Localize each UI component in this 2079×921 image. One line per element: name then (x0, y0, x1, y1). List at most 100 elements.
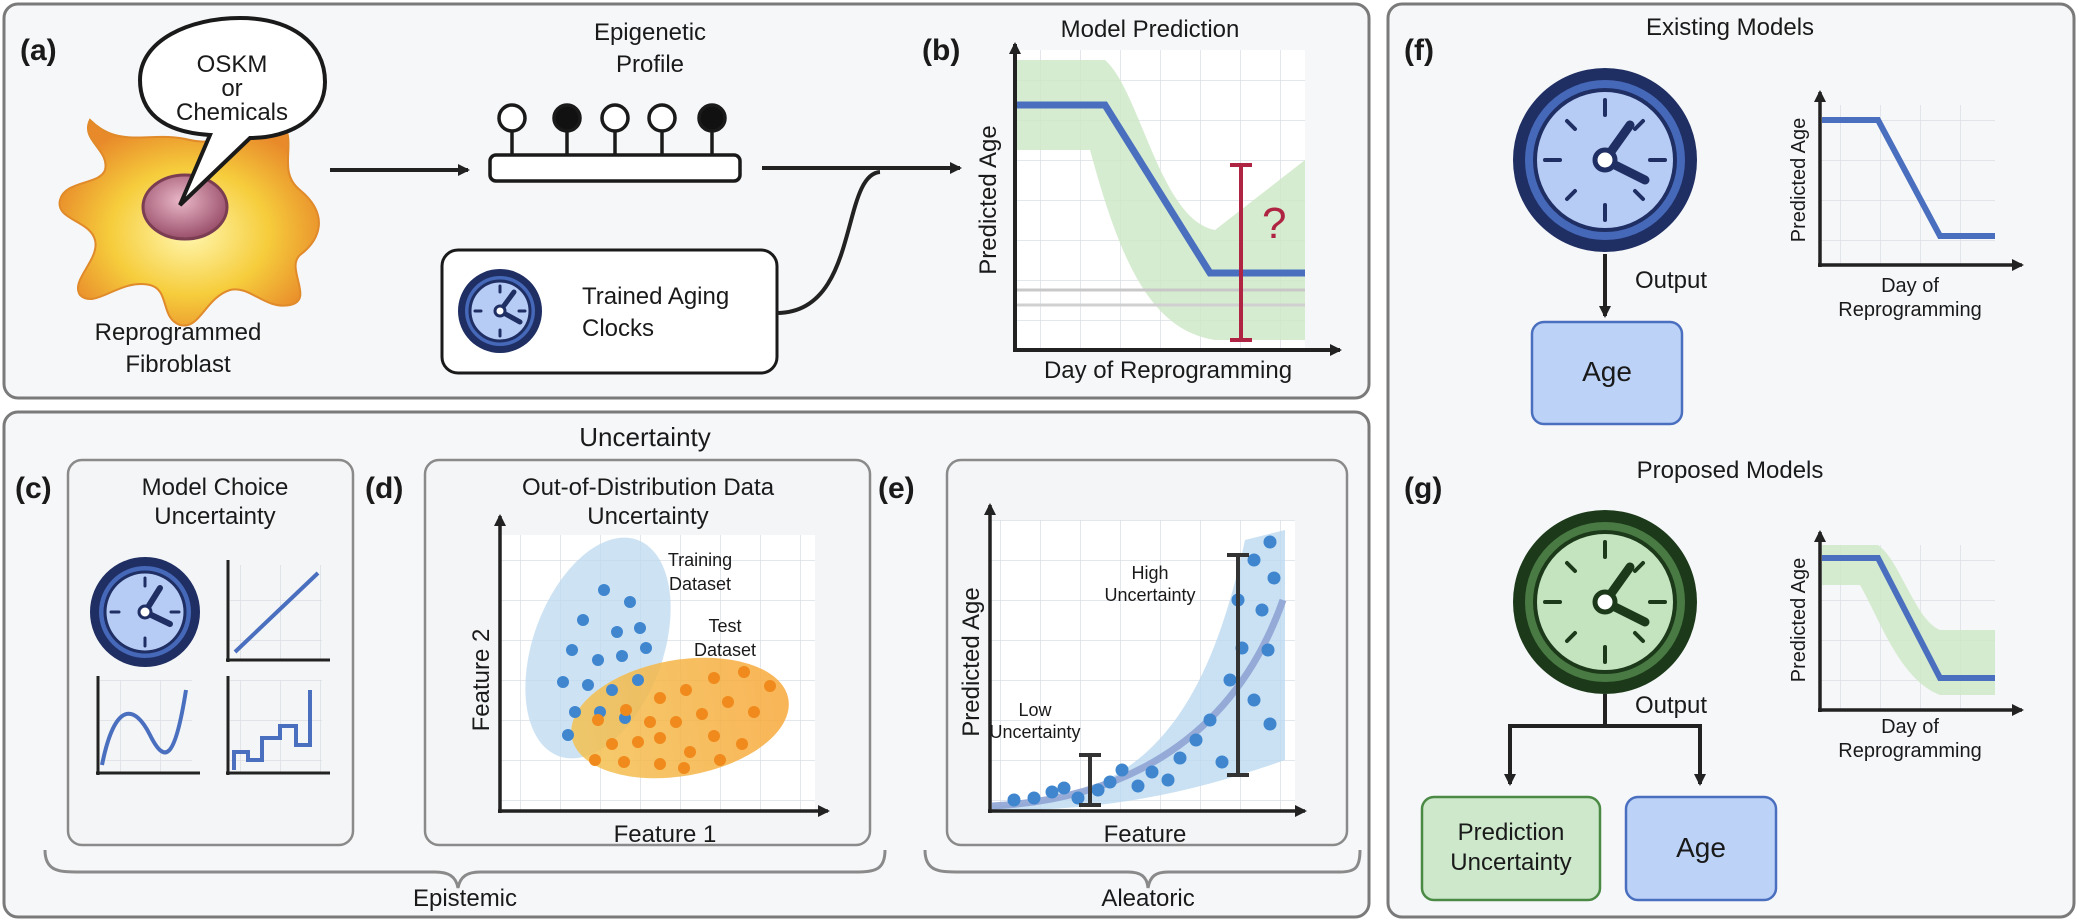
e-xlabel: Feature (1104, 821, 1187, 848)
aleatoric-label: Aleatoric (1101, 885, 1194, 912)
feature-dot-9 (1131, 779, 1145, 793)
mini-plot-curve (96, 676, 200, 775)
panel-f-label: (f) (1404, 34, 1434, 67)
feature-dot-18 (1247, 693, 1261, 707)
g-ylabel: Predicted Age (1788, 558, 1810, 683)
training-dot-14 (569, 706, 581, 718)
test-dot-16 (684, 746, 696, 758)
aleatoric-brace (923, 849, 1362, 889)
low-uncertainty-bar (1079, 753, 1101, 807)
g-uncertainty-box (1420, 795, 1602, 902)
test-dot-11 (722, 696, 734, 708)
test-dot-23 (714, 754, 726, 766)
panel-d-title-1: Out-of-Distribution Data (522, 474, 775, 501)
training-dot-3 (577, 614, 589, 626)
ood-plot (494, 514, 830, 817)
test-dot-8 (644, 716, 656, 728)
methyl-site-open-2 (600, 103, 630, 133)
test-dot-19 (589, 754, 601, 766)
training-label-2: Dataset (669, 574, 731, 594)
training-dot-8 (616, 650, 628, 662)
g-xlabel-2: Reprogramming (1838, 740, 1981, 762)
epistemic-brace (43, 849, 887, 889)
proposed-clock-icon (1513, 510, 1697, 694)
panel-e-label: (e) (878, 472, 915, 505)
methyl-site-filled-1 (552, 103, 582, 133)
panel-g-label: (g) (1404, 472, 1442, 505)
uncertainty-title: Uncertainty (579, 422, 711, 452)
cell-label-line-1: Reprogrammed (95, 319, 262, 346)
training-dot-11 (582, 679, 594, 691)
test-dot-4 (738, 666, 750, 678)
feature-dot-14 (1203, 713, 1217, 727)
test-dot-6 (592, 714, 604, 726)
feature-dot-2 (1027, 791, 1041, 805)
existing-clock-icon (1513, 68, 1697, 252)
test-dot-10 (696, 708, 708, 720)
panel-f-title: Existing Models (1646, 14, 1814, 41)
training-dot-13 (632, 674, 644, 686)
feature-dot-3 (1045, 785, 1059, 799)
prediction-line (1015, 101, 1305, 277)
feature-dot-20 (1263, 717, 1277, 731)
g-uncertainty-line-1: Prediction (1458, 819, 1565, 846)
feature-dot-10 (1145, 765, 1159, 779)
feature-dot-21 (1267, 571, 1281, 585)
d-xlabel: Feature 1 (614, 821, 717, 848)
training-dot-6 (566, 644, 578, 656)
panel-c-title-1: Model Choice (142, 474, 289, 501)
small-clock-icon (90, 557, 200, 667)
training-dot-9 (640, 642, 652, 654)
clock-box-line-2: Clocks (582, 315, 654, 342)
training-dot-12 (606, 684, 618, 696)
e-ylabel: Predicted Age (958, 587, 985, 736)
speech-bubble (137, 15, 328, 207)
bubble-line-2: or (221, 75, 242, 102)
methyl-site-filled-2 (697, 103, 727, 133)
training-dot-4 (611, 626, 623, 638)
test-dot-14 (632, 736, 644, 748)
test-dot-1 (654, 692, 666, 704)
test-dot-7 (620, 704, 632, 716)
training-dot-5 (634, 622, 646, 634)
feature-dot-13 (1189, 733, 1203, 747)
nucleus (141, 173, 229, 241)
training-dot-17 (562, 729, 574, 741)
bubble-line-1: OSKM (197, 51, 268, 78)
feature-dot-23 (1247, 553, 1261, 567)
mini-plot-step (226, 676, 330, 775)
methyl-site-open-1 (497, 103, 527, 133)
high-uncertainty-1: High (1131, 563, 1168, 583)
question-mark: ? (1262, 199, 1286, 248)
feature-dot-1 (1007, 793, 1021, 807)
training-dot-2 (624, 596, 636, 608)
proposed-line (1822, 555, 1995, 681)
test-dot-18 (736, 738, 748, 750)
training-dot-7 (592, 654, 604, 666)
f-xlabel-1: Day of (1881, 275, 1939, 297)
g-age-box-text: Age (1676, 832, 1726, 863)
prediction-plot: ? (1009, 42, 1342, 356)
test-label-2: Dataset (694, 640, 756, 660)
feature-dot-7 (1103, 775, 1117, 789)
profile-title-line-2: Profile (616, 51, 684, 78)
clock-box-line-1: Trained Aging (582, 283, 729, 310)
existing-line (1822, 117, 1995, 239)
g-age-box (1624, 795, 1778, 902)
f-xlabel-2: Reprogramming (1838, 299, 1981, 321)
test-dot-13 (606, 738, 618, 750)
d-ylabel: Feature 2 (468, 629, 495, 732)
high-uncertainty-bar (1227, 553, 1249, 777)
feature-dot-16 (1223, 673, 1237, 687)
feature-dot-19 (1255, 603, 1269, 617)
g-output-label: Output (1635, 692, 1707, 719)
test-dot-17 (708, 730, 720, 742)
test-dot-21 (654, 758, 666, 770)
training-label-1: Training (668, 550, 732, 570)
feature-dot-11 (1161, 773, 1175, 787)
low-uncertainty-1: Low (1018, 700, 1052, 720)
clocks-connector (776, 170, 881, 315)
panel-a-label: (a) (20, 34, 57, 67)
panel-d-label: (d) (365, 472, 403, 505)
